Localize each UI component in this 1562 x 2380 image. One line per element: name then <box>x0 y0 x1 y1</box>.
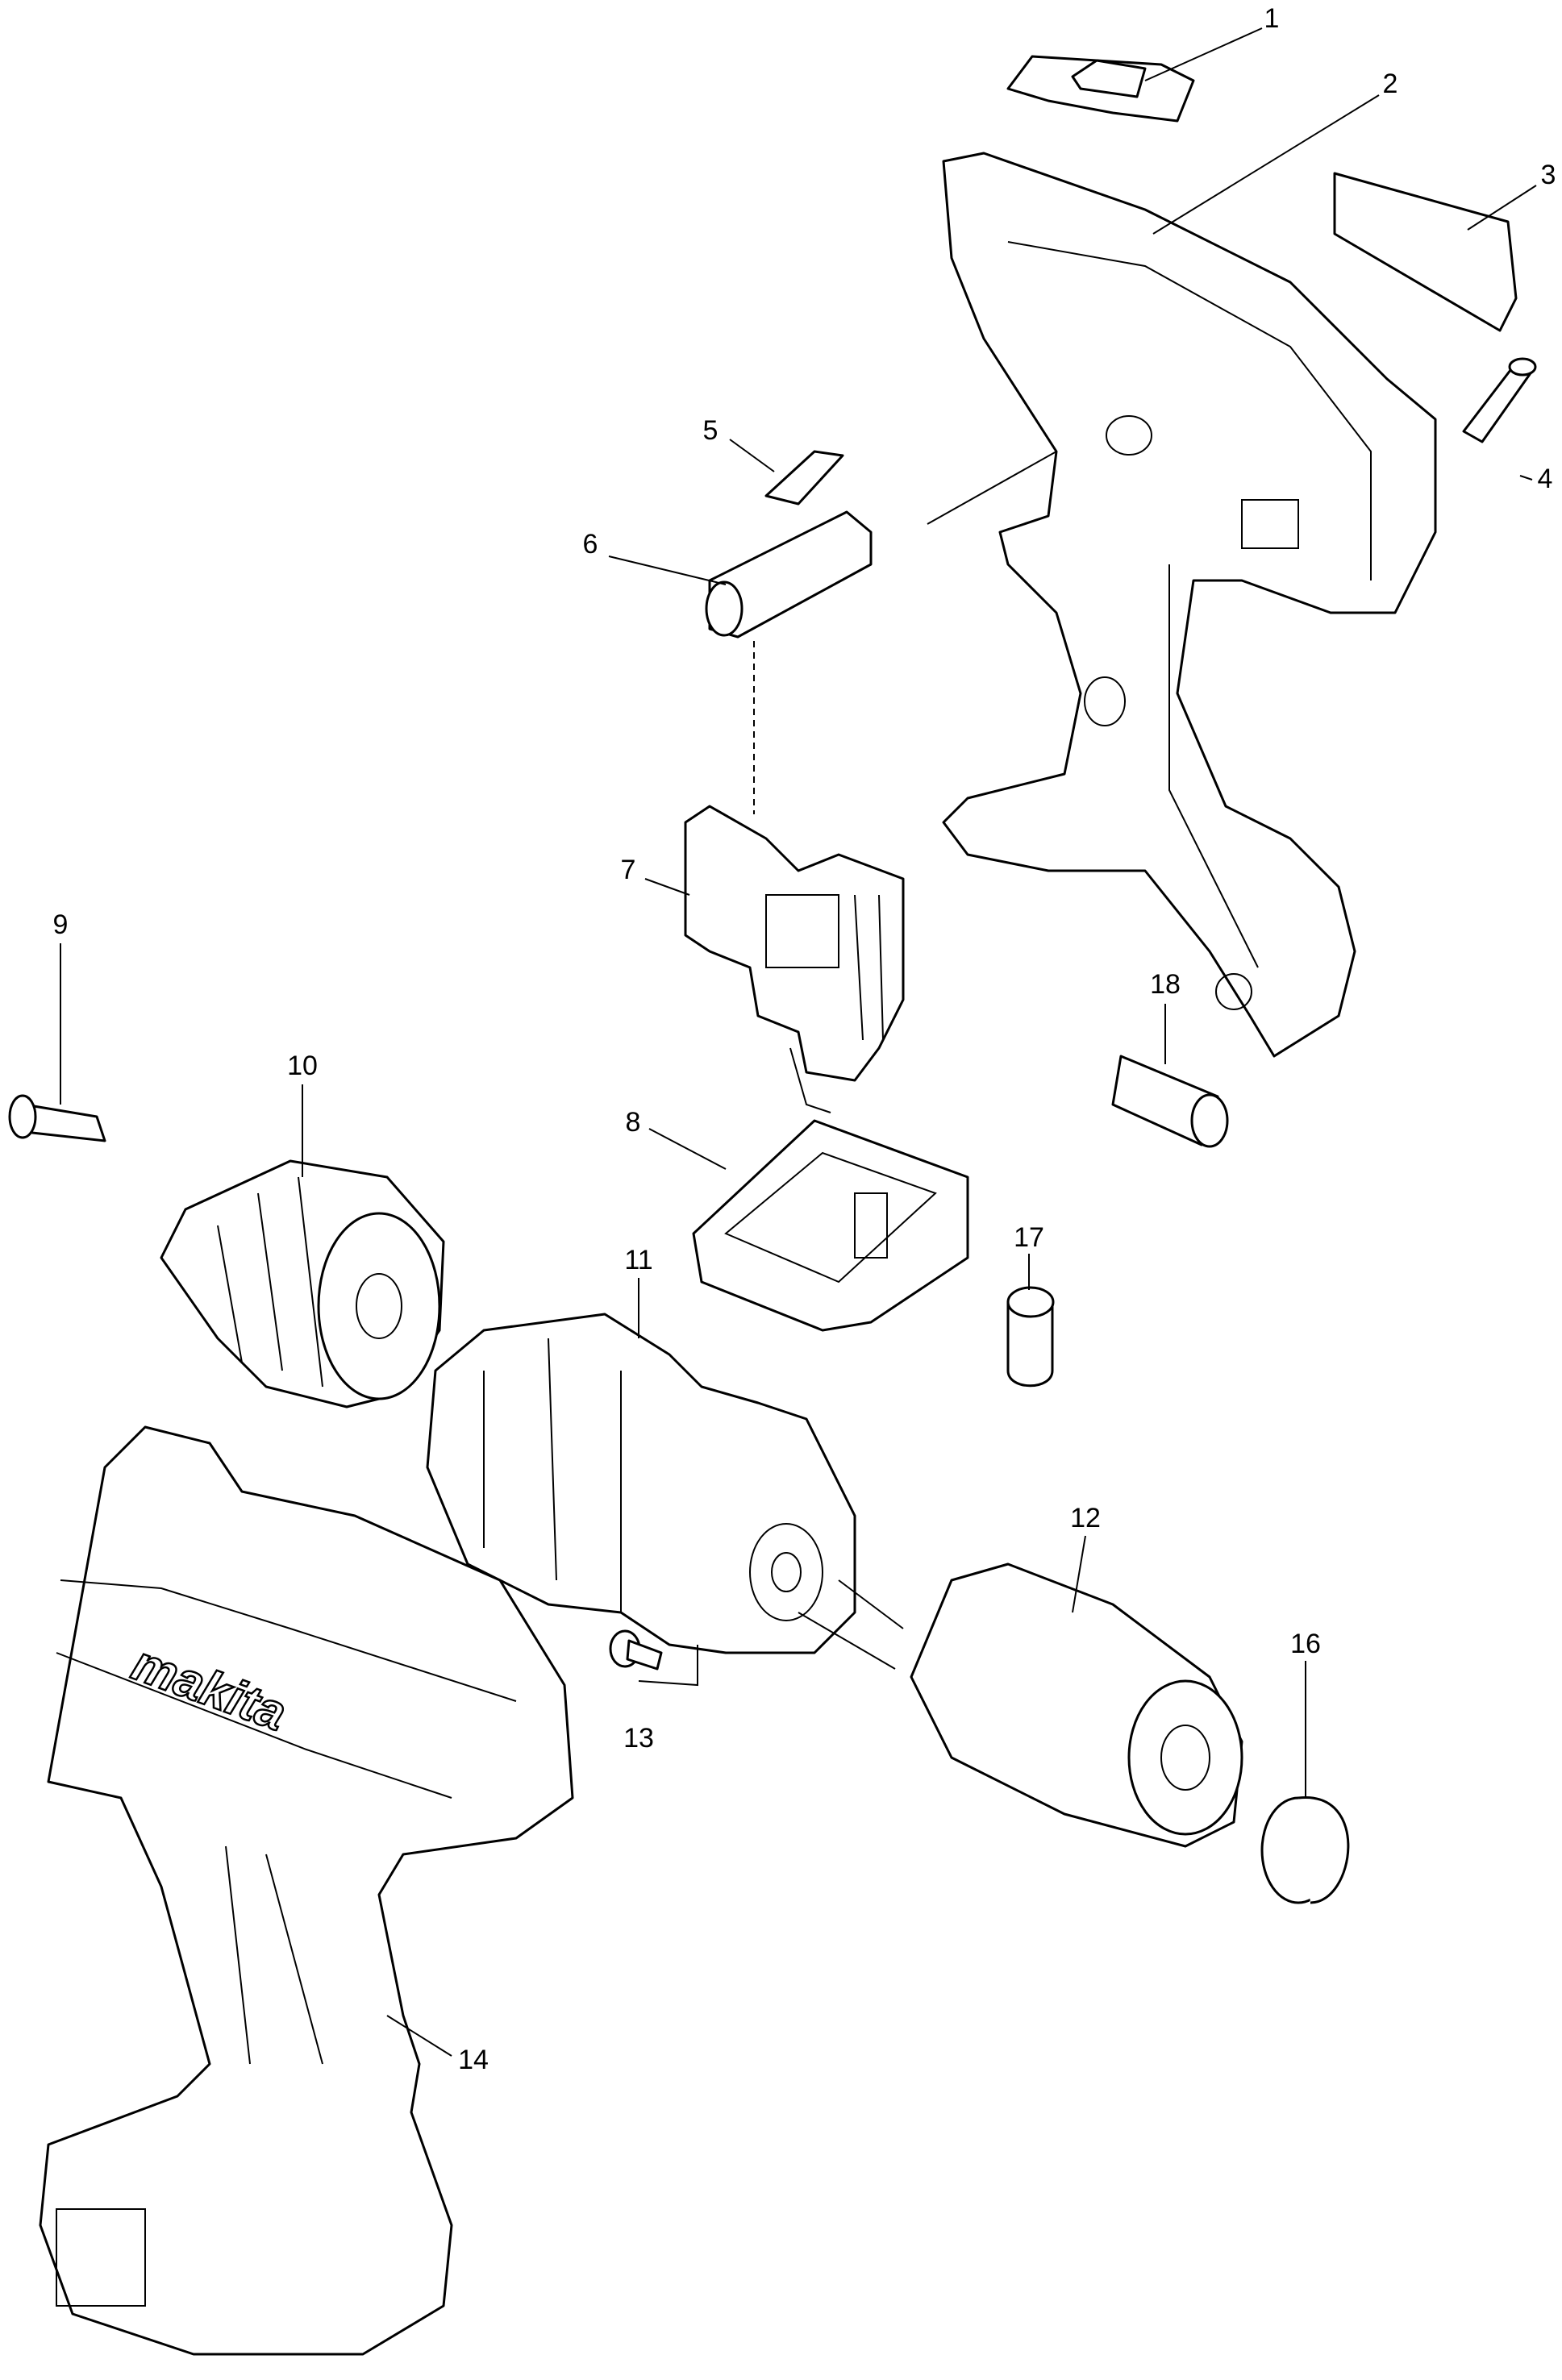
callout-number-14: 14 <box>458 2045 489 2075</box>
callout-number-3: 3 <box>1541 160 1556 190</box>
part-9-screw <box>8 1094 106 1142</box>
callout-number-13: 13 <box>623 1723 654 1754</box>
callout-number-6: 6 <box>583 529 598 560</box>
part-7-switch <box>684 805 905 1113</box>
part-12-dc-motor <box>910 1562 1243 1848</box>
leader-lines <box>60 27 1537 2057</box>
callout-number-4: 4 <box>1538 464 1553 494</box>
callout-number-8: 8 <box>626 1107 641 1138</box>
callout-number-9: 9 <box>53 909 69 940</box>
part-6-switch-lever <box>705 510 873 639</box>
callout-number-18: 18 <box>1150 969 1181 1000</box>
callout-number-1: 1 <box>1264 3 1280 34</box>
part-5-spring <box>764 450 844 506</box>
part-1-slide-cover <box>1006 55 1195 123</box>
part-10-keyless-drill-chuck <box>160 1159 445 1408</box>
part-14-housing: makita <box>39 1425 574 2356</box>
part-8-terminal-holder <box>692 1119 969 1332</box>
part-11-gear-assembly <box>426 1313 856 1654</box>
callout-number-5: 5 <box>703 415 719 446</box>
part-3-nameplate <box>1333 172 1518 332</box>
callout-number-17: 17 <box>1014 1222 1044 1253</box>
callout-number-16: 16 <box>1290 1629 1321 1659</box>
part-17-bushing <box>1006 1286 1055 1388</box>
part-13-screw <box>609 1629 663 1671</box>
callout-number-10: 10 <box>287 1051 318 1081</box>
part-4-tapping-screw <box>1462 357 1537 443</box>
callout-number-11: 11 <box>624 1245 652 1275</box>
part-18-sleeve <box>1111 1055 1229 1148</box>
callout-number-12: 12 <box>1070 1503 1101 1533</box>
callout-number-7: 7 <box>621 855 636 885</box>
part-16-cap <box>1260 1796 1350 1904</box>
callout-number-2: 2 <box>1383 69 1398 99</box>
part-2-housing-set <box>942 152 1437 1058</box>
